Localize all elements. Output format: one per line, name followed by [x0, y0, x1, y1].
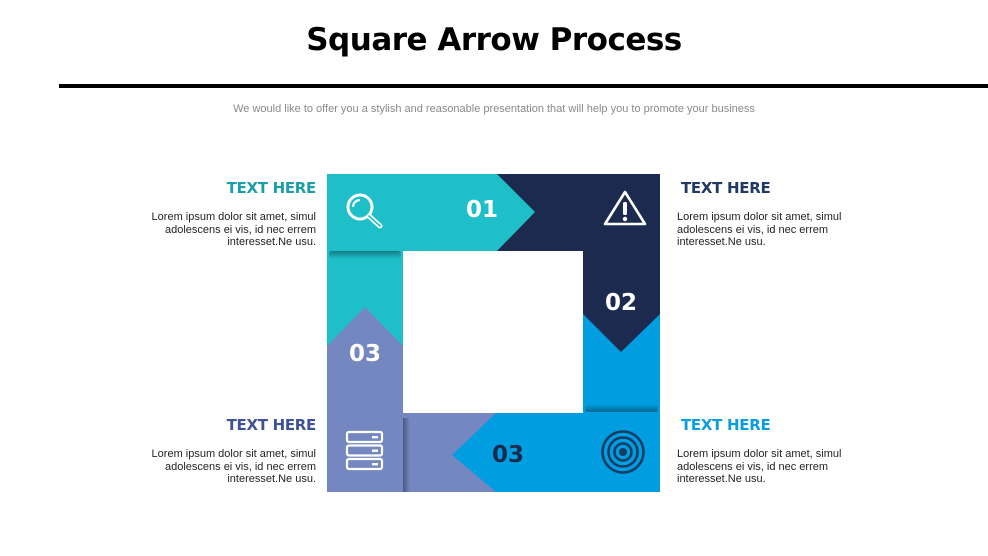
page-subtitle: We would like to offer you a stylish and…: [233, 103, 755, 115]
step-number-03-left: 03: [349, 341, 382, 367]
caption-heading: TEXT HERE: [681, 179, 771, 197]
search-icon: [346, 193, 383, 229]
step-02-arrow: [583, 251, 660, 352]
step-03-arrow: [452, 413, 660, 492]
caption-heading: TEXT HERE: [226, 179, 317, 197]
title-divider: [59, 84, 988, 88]
caption-heading: TEXT HERE: [681, 416, 771, 434]
step-left-arrow: [327, 307, 403, 492]
target-icon: [601, 430, 645, 474]
caption-bottom-right: TEXT HERE Lorem ipsum dolor sit amet, si…: [677, 416, 857, 486]
caption-body: Lorem ipsum dolor sit amet, simul adoles…: [677, 448, 842, 485]
step-number-02: 02: [605, 290, 638, 316]
step-01-arrow: [327, 174, 535, 251]
step-number-01: 01: [466, 197, 499, 223]
caption-body: Lorem ipsum dolor sit amet, simul adoles…: [151, 448, 316, 485]
caption-body: Lorem ipsum dolor sit amet, simul adoles…: [677, 211, 842, 248]
caption-bottom-left: TEXT HERE Lorem ipsum dolor sit amet, si…: [131, 416, 317, 486]
caption-body: Lorem ipsum dolor sit amet, simul adoles…: [151, 211, 316, 248]
warning-icon: [603, 190, 647, 226]
caption-top-right: TEXT HERE Lorem ipsum dolor sit amet, si…: [677, 179, 857, 249]
server-icon: [345, 430, 384, 471]
page-title: Square Arrow Process: [306, 22, 682, 58]
caption-heading: TEXT HERE: [226, 416, 317, 434]
caption-top-left: TEXT HERE Lorem ipsum dolor sit amet, si…: [131, 179, 317, 249]
step-number-03-bottom: 03: [492, 442, 525, 468]
